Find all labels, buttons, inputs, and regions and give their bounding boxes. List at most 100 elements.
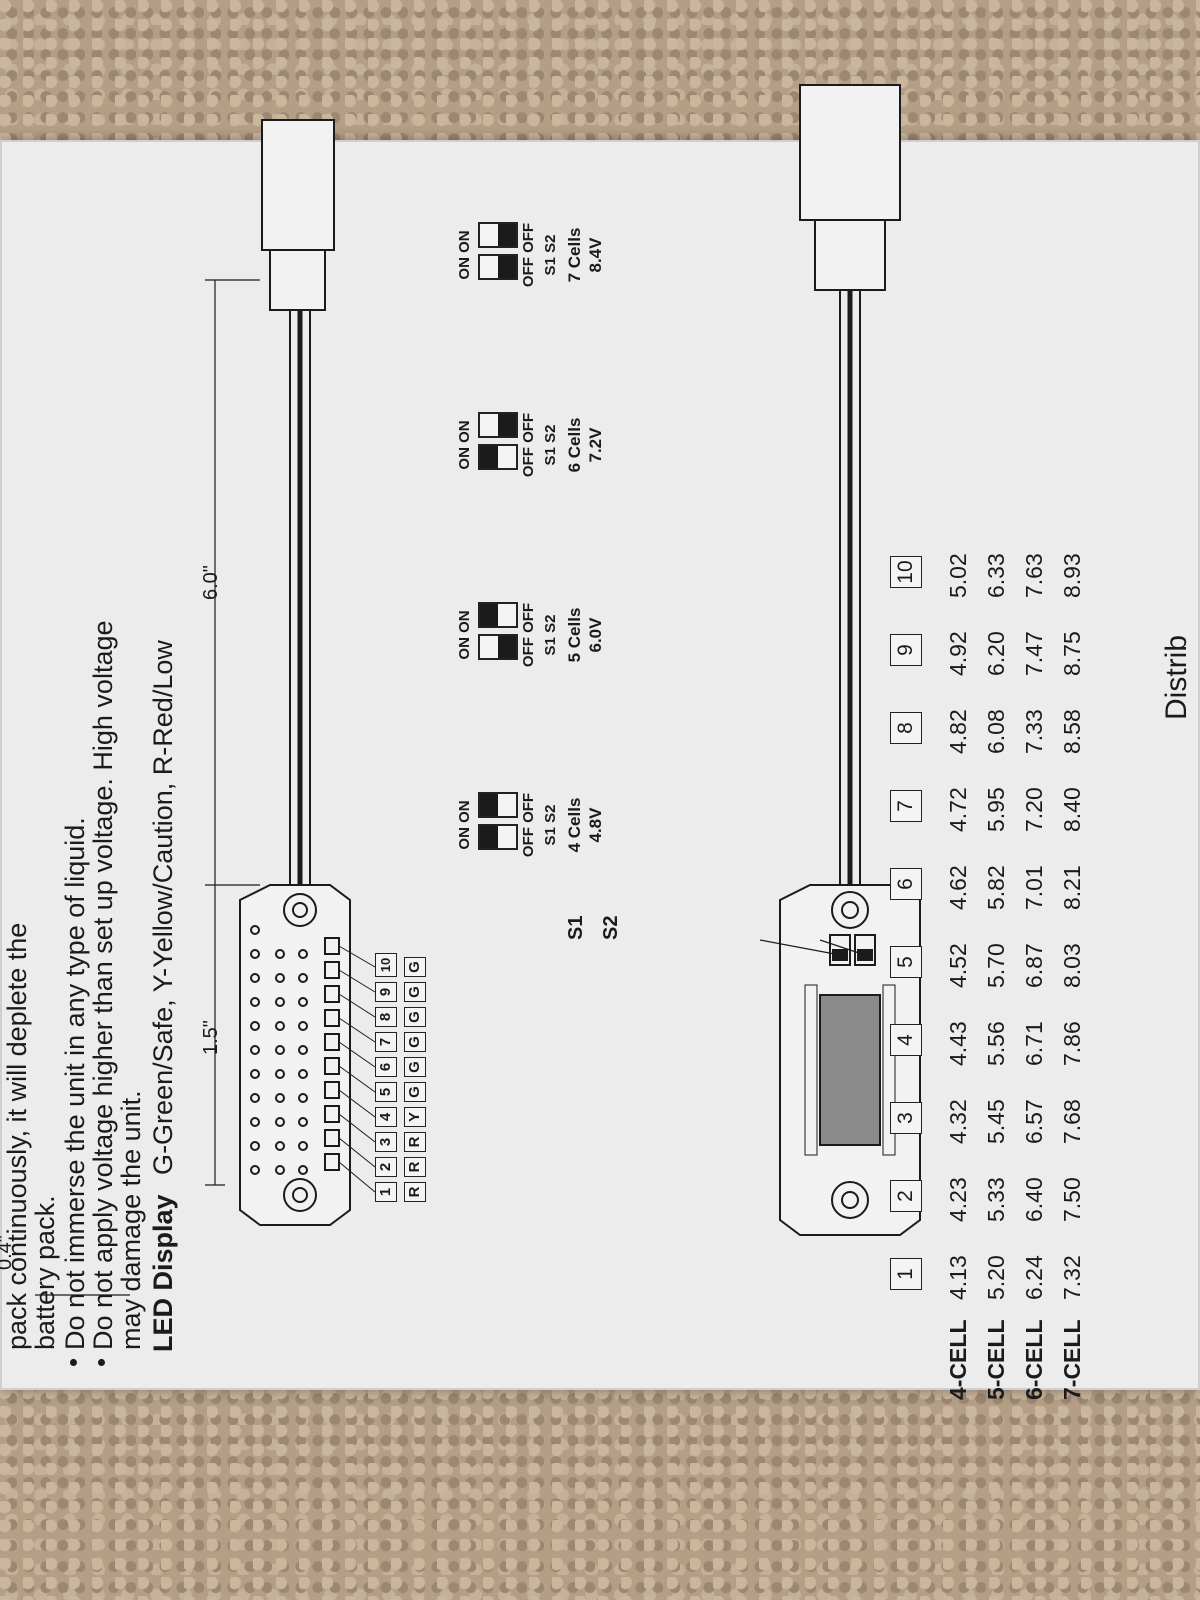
table-cell: 5.95 <box>983 787 1009 832</box>
led-4 <box>324 1081 340 1099</box>
pad-hole <box>298 949 308 959</box>
led-leader-line <box>338 1113 376 1143</box>
s1-label: S1 <box>565 915 587 940</box>
led-leader-line <box>338 945 376 968</box>
dip-switch-knob <box>480 794 498 816</box>
led-leader-line <box>338 1017 376 1043</box>
footer-fragment: Distrib <box>1160 634 1193 720</box>
led-number-2: 2 <box>375 1157 397 1177</box>
led-number-10: 10 <box>375 953 397 977</box>
led-leader-line <box>338 1161 376 1193</box>
pack-voltage-label: 4.8V <box>586 807 605 843</box>
switch-off-label: OFF OFF <box>520 792 537 858</box>
pad-hole <box>250 1165 260 1175</box>
table-header-2: 2 <box>890 1180 922 1212</box>
table-cell: 8.58 <box>1059 709 1085 754</box>
table-cell: 7.33 <box>1021 709 1047 754</box>
table-cell: 6.08 <box>983 709 1009 754</box>
table-cell: 4.23 <box>945 1177 971 1222</box>
pack-voltage-label: 8.4V <box>586 237 605 273</box>
table-cell: 6.24 <box>1021 1255 1047 1300</box>
dip-switch-knob <box>498 636 516 658</box>
switch-s-labels: S1 S2 <box>542 424 559 466</box>
pad-hole <box>250 925 260 935</box>
table-row-label: 5-CELL <box>983 1319 1009 1401</box>
led-6 <box>324 1033 340 1051</box>
led-2 <box>324 1129 340 1147</box>
led-9 <box>324 961 340 979</box>
table-header-10: 10 <box>890 556 922 588</box>
table-header-9: 9 <box>890 634 922 666</box>
dip-switch-knob <box>480 604 498 626</box>
table-cell: 8.40 <box>1059 787 1085 832</box>
pad-hole <box>275 997 285 1007</box>
led-number-9: 9 <box>375 982 397 1002</box>
dip-switch-knob <box>498 256 516 278</box>
pad-hole <box>298 1021 308 1031</box>
table-cell: 4.72 <box>945 787 971 832</box>
led-leader-line <box>338 969 376 993</box>
pad-hole <box>275 1021 285 1031</box>
switch-on-label: ON ON <box>456 230 473 280</box>
table-cell: 6.57 <box>1021 1099 1047 1144</box>
table-header-8: 8 <box>890 712 922 744</box>
dip-switch-s1 <box>478 824 518 850</box>
pack-voltage-label: 6.0V <box>586 617 605 653</box>
pad-hole <box>275 1165 285 1175</box>
table-header-1: 1 <box>890 1258 922 1290</box>
table-cell: 7.47 <box>1021 631 1047 676</box>
led-leader-line <box>338 1137 376 1168</box>
table-cell: 5.82 <box>983 865 1009 910</box>
led-8 <box>324 985 340 1003</box>
led-color-5: G <box>404 1082 426 1102</box>
led-color-7: G <box>404 1032 426 1052</box>
pack-voltage-label: 7.2V <box>586 427 605 463</box>
pad-hole <box>298 1117 308 1127</box>
switch-off-label: OFF OFF <box>520 222 537 288</box>
table-cell: 4.82 <box>945 709 971 754</box>
pad-hole <box>298 973 308 983</box>
led-color-10: G <box>404 957 426 977</box>
pad-hole <box>250 1021 260 1031</box>
table-cell: 5.33 <box>983 1177 1009 1222</box>
table-cell: 5.45 <box>983 1099 1009 1144</box>
table-header-7: 7 <box>890 790 922 822</box>
led-number-7: 7 <box>375 1032 397 1052</box>
led-number-1: 1 <box>375 1182 397 1202</box>
pad-hole <box>250 1141 260 1151</box>
dip-switch-s2 <box>478 412 518 438</box>
switch-s-labels: S1 S2 <box>542 234 559 276</box>
pad-hole <box>275 973 285 983</box>
led-number-6: 6 <box>375 1057 397 1077</box>
table-cell: 8.03 <box>1059 943 1085 988</box>
pad-hole <box>250 1045 260 1055</box>
pad-hole <box>250 1117 260 1127</box>
led-3 <box>324 1105 340 1123</box>
table-cell: 6.40 <box>1021 1177 1047 1222</box>
led-leader-line <box>338 1041 376 1068</box>
led-5 <box>324 1057 340 1075</box>
dip-switch-s1 <box>478 254 518 280</box>
table-header-4: 4 <box>890 1024 922 1056</box>
switch-s-labels: S1 S2 <box>542 804 559 846</box>
switch-off-label: OFF OFF <box>520 602 537 668</box>
cell-count-label: 5 Cells <box>565 607 584 663</box>
table-cell: 6.71 <box>1021 1021 1047 1066</box>
pad-hole <box>275 1045 285 1055</box>
dip-switch-s1 <box>478 444 518 470</box>
table-cell: 8.93 <box>1059 553 1085 598</box>
cell-count-label: 4 Cells <box>565 797 584 853</box>
table-cell: 6.87 <box>1021 943 1047 988</box>
table-cell: 5.02 <box>945 553 971 598</box>
pad-hole <box>298 1093 308 1103</box>
pad-hole <box>298 997 308 1007</box>
dip-switch-s2 <box>478 602 518 628</box>
led-color-1: R <box>404 1182 426 1202</box>
dip-switch-knob <box>480 826 498 848</box>
dip-switch-s2 <box>478 222 518 248</box>
switch-s-labels: S1 S2 <box>542 614 559 656</box>
table-cell: 4.43 <box>945 1021 971 1066</box>
led-number-3: 3 <box>375 1132 397 1152</box>
table-cell: 7.32 <box>1059 1255 1085 1300</box>
